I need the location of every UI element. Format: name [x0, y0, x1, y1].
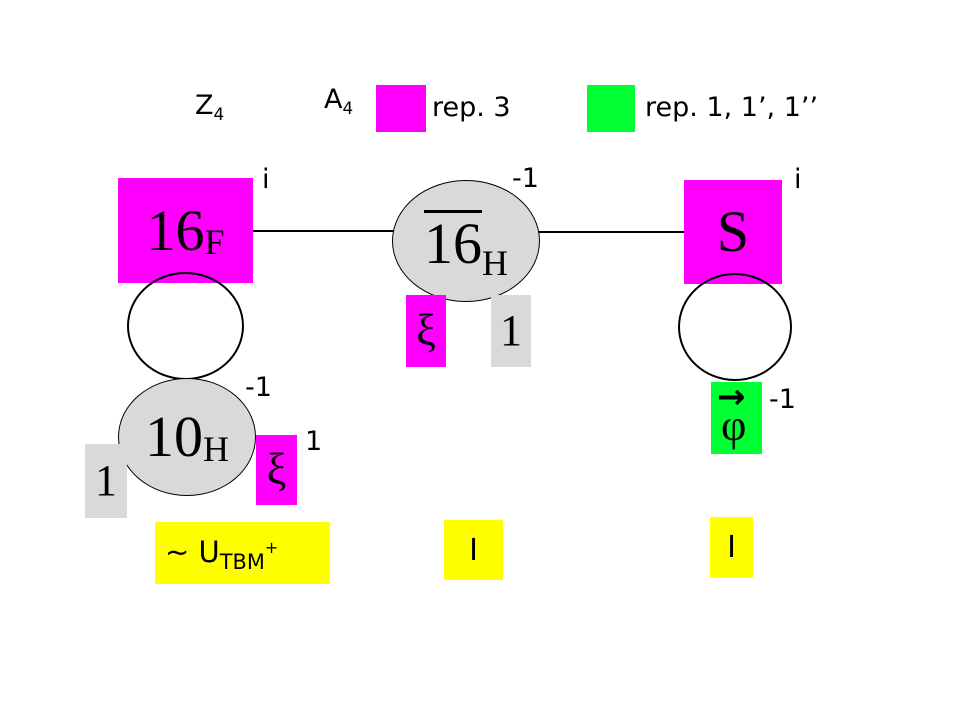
bottom-identity-mid-text: I — [469, 532, 478, 568]
a4-label: A4 — [324, 84, 353, 116]
link-16h-s — [538, 231, 685, 233]
node-16h-bar: 16H — [392, 180, 540, 302]
node-16f-charge: i — [262, 164, 270, 195]
node-s: S — [684, 180, 782, 284]
legend-rep3-label: rep. 3 — [432, 92, 511, 123]
link-16f-16h — [253, 230, 398, 232]
loop-s — [678, 273, 792, 381]
node-phi-charge: -1 — [769, 384, 796, 415]
node-10h-base: 10 — [145, 404, 204, 469]
node-16h-flavon-xi-text: ξ — [416, 306, 436, 355]
legend-rep1-label: rep. 1, 1’, 1’’ — [645, 92, 819, 123]
node-16h-bar-base: 16 — [424, 209, 483, 276]
node-10h-flavon-xi: ξ — [256, 435, 297, 505]
bottom-identity-right: I — [710, 517, 753, 578]
bottom-u-tbm-text: ~ UTBM+ — [165, 535, 279, 573]
node-10h-flavon-xi-text: ξ — [266, 445, 287, 494]
node-10h-sub: H — [203, 428, 229, 469]
loop-16f — [127, 272, 244, 380]
bottom-u-tilde: ~ U — [165, 535, 220, 569]
node-16h-flavon-xi: ξ — [406, 295, 446, 367]
bottom-u-tbm: ~ UTBM+ — [155, 522, 330, 584]
node-phi-arrow: → — [717, 377, 746, 417]
node-16h-bar-charge: -1 — [512, 163, 539, 194]
z4-sub: 4 — [213, 103, 225, 124]
bottom-u-sup: + — [264, 538, 279, 558]
node-10h-left-one: 1 — [85, 444, 127, 518]
node-10h-charge: -1 — [245, 372, 272, 403]
node-10h-flavon-charge: 1 — [305, 426, 323, 457]
node-10h-left-one-text: 1 — [95, 456, 117, 505]
a4-sub: 4 — [342, 97, 354, 118]
bottom-identity-right-text: I — [727, 530, 736, 565]
legend-swatch-rep1 — [587, 85, 635, 132]
node-phi-symbol: φ — [721, 401, 747, 450]
z4-label: Z4 — [195, 90, 224, 122]
node-16h-flavon-one: 1 — [491, 295, 531, 367]
node-16h-flavon-one-text: 1 — [500, 306, 522, 355]
bottom-identity-mid: I — [444, 520, 503, 580]
node-16h-bar-sub: H — [482, 243, 508, 284]
legend-swatch-rep3 — [376, 85, 426, 132]
node-16f-sub: F — [204, 222, 225, 263]
bottom-u-sub: TBM — [219, 550, 265, 575]
z4-base: Z — [195, 90, 214, 121]
node-16f-base: 16 — [146, 197, 205, 263]
a4-base: A — [324, 84, 343, 115]
node-s-charge: i — [794, 164, 802, 195]
node-s-text: S — [716, 199, 750, 264]
node-phi: → φ — [711, 377, 762, 454]
